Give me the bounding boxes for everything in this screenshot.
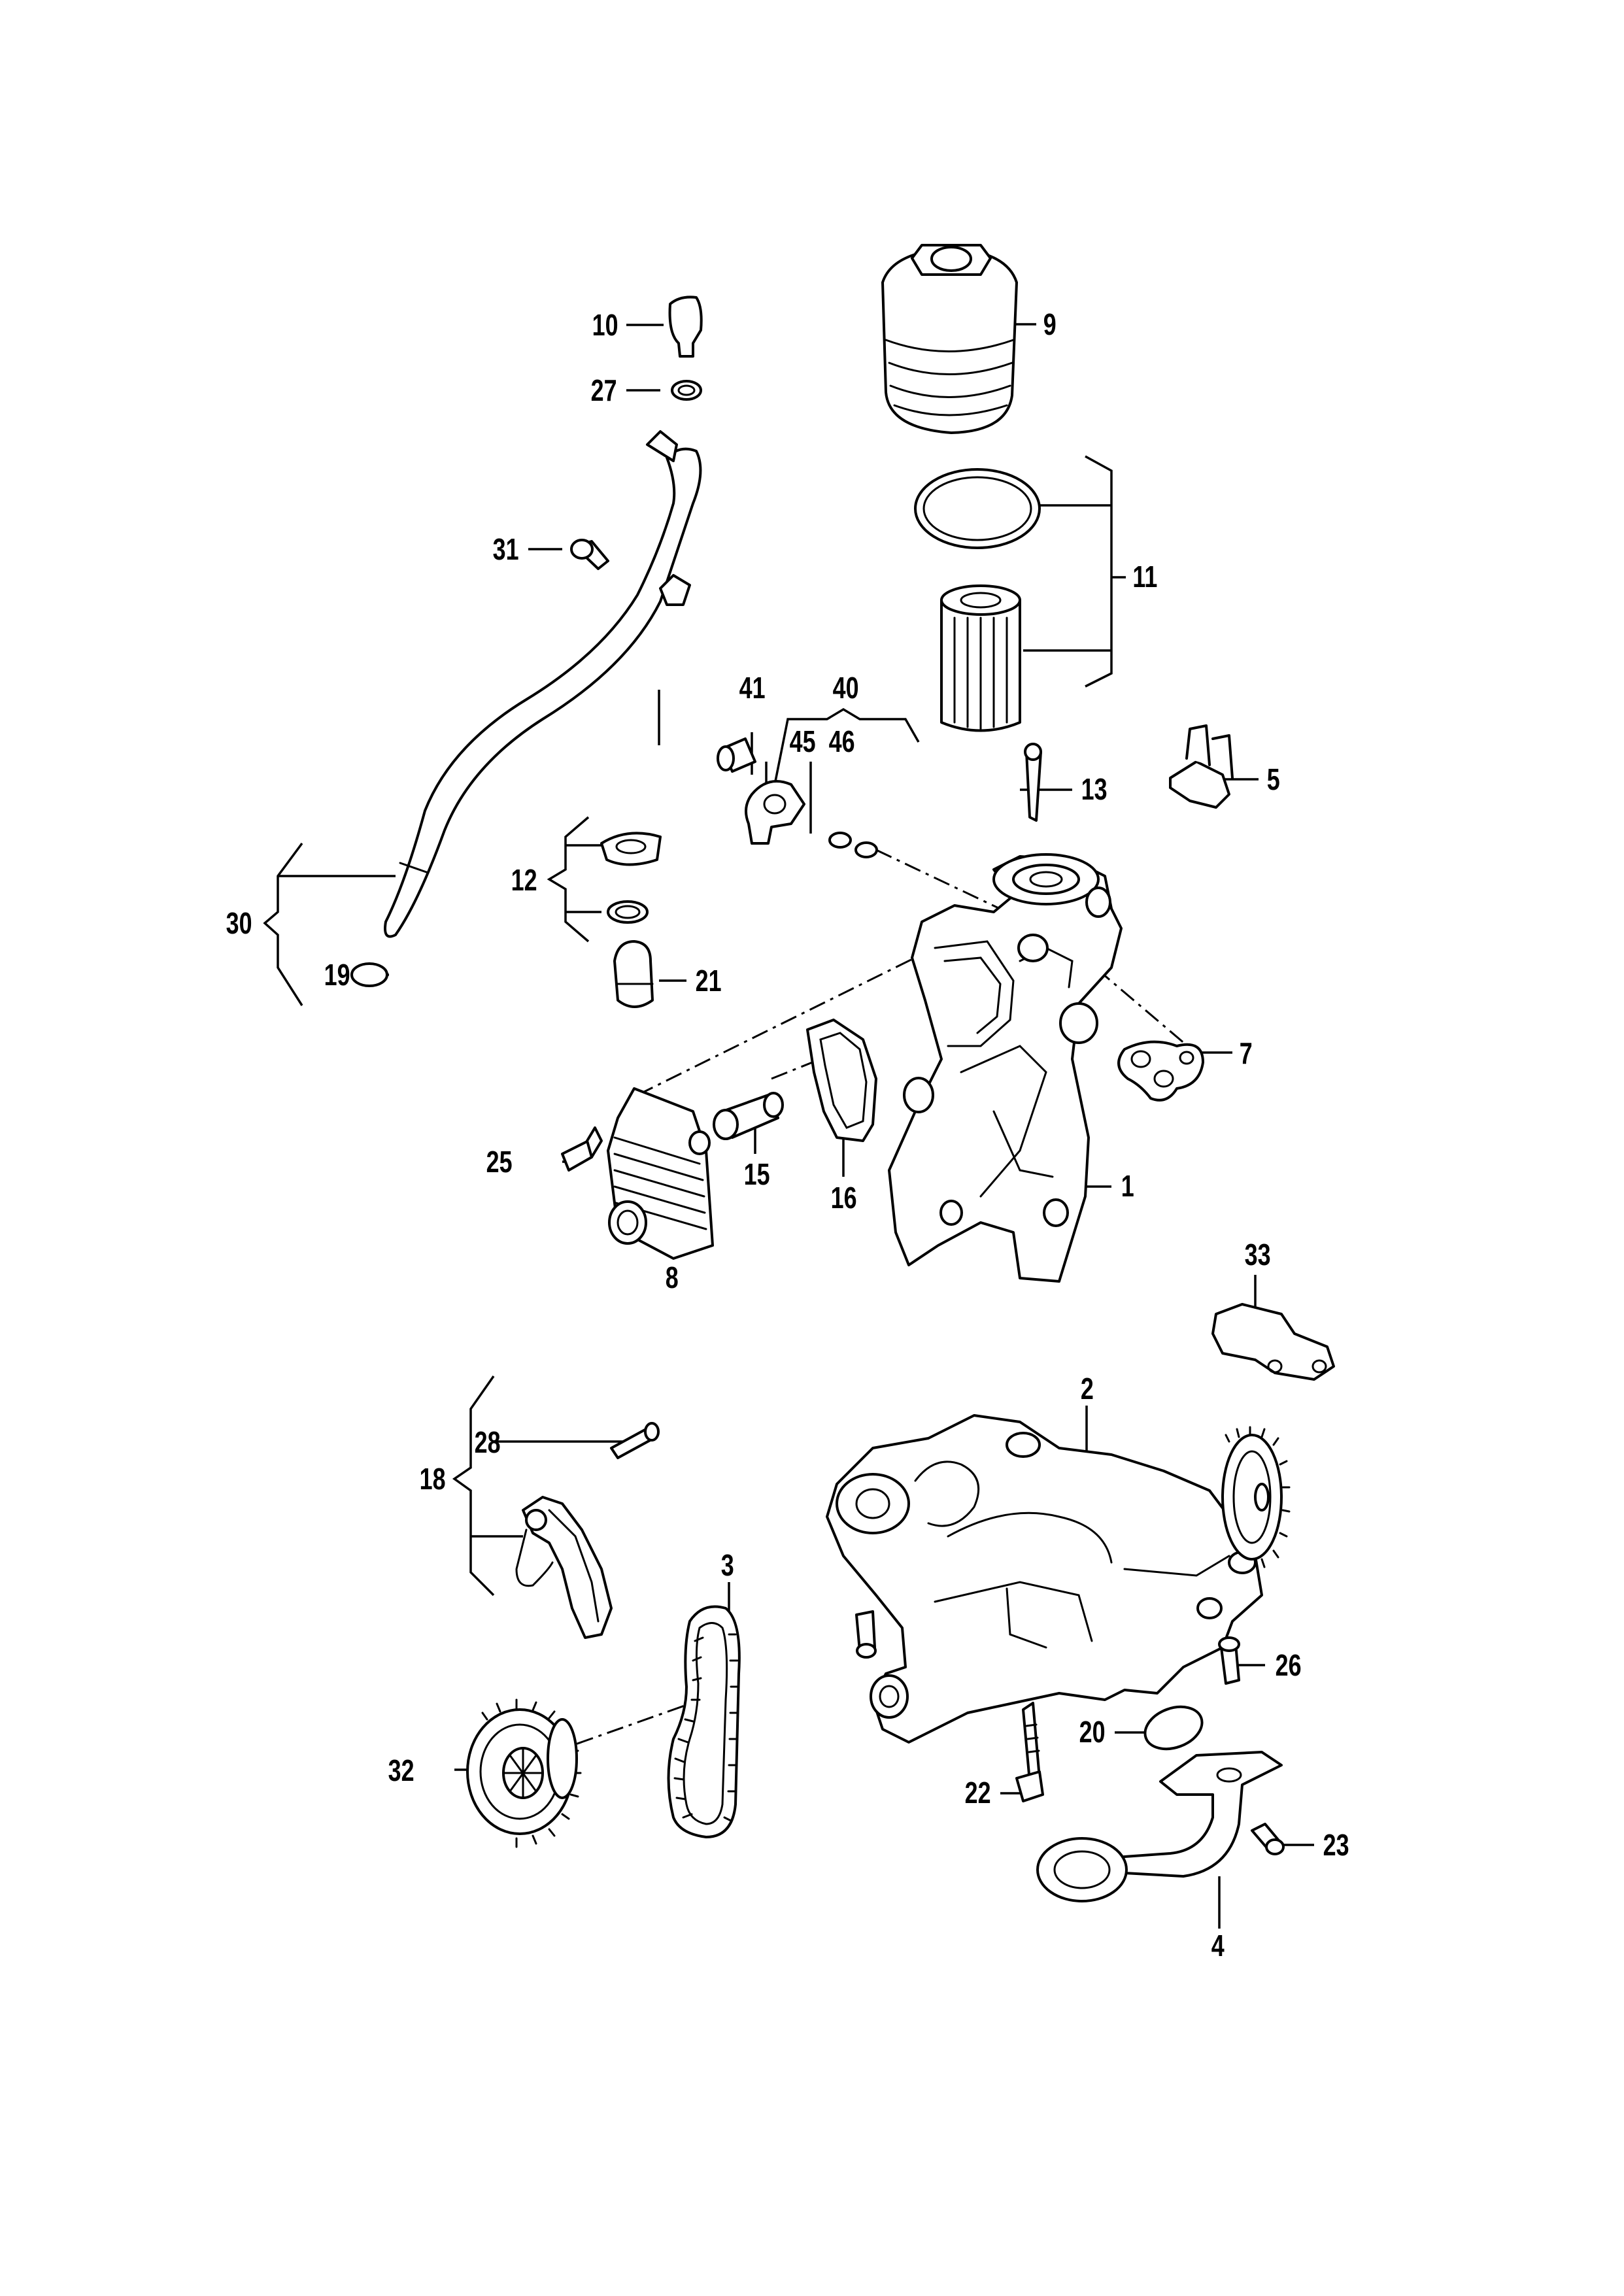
callout-26: 26 xyxy=(1276,1649,1302,1682)
callout-7: 7 xyxy=(1240,1037,1253,1070)
group-brackets xyxy=(263,707,920,1596)
sensor-set xyxy=(717,737,878,858)
callout-30: 30 xyxy=(226,907,252,940)
bolt-22 xyxy=(1015,1702,1044,1802)
oil-pickup-pipe xyxy=(1036,1751,1283,1902)
callout-2: 2 xyxy=(1081,1372,1094,1406)
o-ring-20 xyxy=(1143,1705,1204,1751)
callout-8: 8 xyxy=(666,1261,679,1294)
cooler-gasket xyxy=(806,1019,877,1142)
callout-41: 41 xyxy=(739,671,766,705)
callout-labels: 1 2 3 4 5 7 8 9 10 11 12 13 15 16 18 19 … xyxy=(226,308,1349,1963)
callout-45: 45 xyxy=(790,725,816,758)
callout-25: 25 xyxy=(486,1145,513,1179)
oil-cooler xyxy=(607,1087,714,1260)
callout-15: 15 xyxy=(744,1158,770,1191)
filter-pin xyxy=(1024,743,1042,822)
callout-20: 20 xyxy=(1079,1715,1106,1749)
drive-sprocket xyxy=(466,1698,582,1848)
callout-23: 23 xyxy=(1323,1829,1349,1862)
oil-pump xyxy=(826,1414,1291,1744)
callout-1: 1 xyxy=(1121,1170,1134,1203)
callout-3: 3 xyxy=(721,1549,734,1582)
bolt-pump-left xyxy=(855,1610,877,1659)
callout-40: 40 xyxy=(833,671,859,705)
callout-28: 28 xyxy=(475,1426,501,1459)
callout-46: 46 xyxy=(829,725,855,758)
callout-31: 31 xyxy=(493,533,519,566)
callout-21: 21 xyxy=(696,964,722,998)
connector-fitting xyxy=(713,1092,784,1140)
oil-filter-cap xyxy=(881,244,1018,434)
callout-22: 22 xyxy=(965,1776,991,1810)
callout-13: 13 xyxy=(1081,773,1108,806)
bolt-26 xyxy=(1218,1636,1240,1685)
callout-12: 12 xyxy=(511,864,537,897)
callout-16: 16 xyxy=(831,1181,857,1215)
callout-27: 27 xyxy=(591,374,617,407)
callout-33: 33 xyxy=(1245,1238,1271,1272)
callout-4: 4 xyxy=(1211,1929,1225,1963)
callout-11: 11 xyxy=(1132,560,1157,594)
callout-5: 5 xyxy=(1267,763,1280,796)
callout-19: 19 xyxy=(324,958,350,992)
callout-9: 9 xyxy=(1043,308,1057,341)
oil-filter-bracket-housing xyxy=(888,853,1123,1283)
dipstick-cap xyxy=(668,295,703,401)
bolt-23 xyxy=(1251,1823,1285,1855)
timing-chain xyxy=(667,1605,741,1838)
pressure-valve-set xyxy=(600,832,662,1008)
dipstick-guide-tube xyxy=(384,430,702,938)
clip-bracket xyxy=(1169,724,1234,809)
oil-filter-element-set xyxy=(914,468,1041,732)
callout-32: 32 xyxy=(388,1754,414,1787)
callout-18: 18 xyxy=(420,1462,446,1496)
bolt-25 xyxy=(561,1126,603,1172)
mounting-bracket-33 xyxy=(1211,1303,1335,1381)
bracket-gasket xyxy=(1117,1040,1204,1102)
seal-ring-19 xyxy=(350,962,388,987)
bolt-31 xyxy=(570,539,609,570)
chain-tensioner xyxy=(515,1422,660,1639)
callout-10: 10 xyxy=(592,309,618,342)
